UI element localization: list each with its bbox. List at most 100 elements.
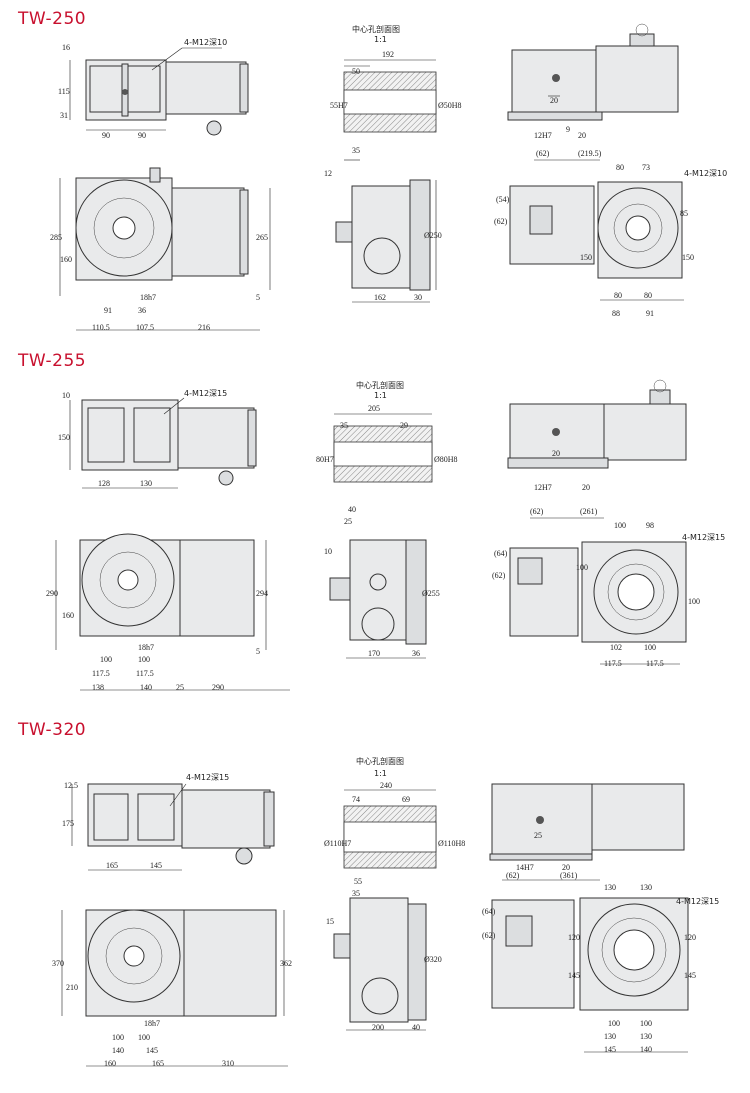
tw320-face-a: (62)	[506, 871, 520, 880]
tw255-face-callout: 4-M12深15	[682, 533, 725, 542]
tw250-section-left: 55H7	[330, 101, 348, 110]
tw255-front-key: 18h7	[138, 643, 154, 652]
tw320-face-l: 100	[640, 1019, 652, 1028]
tw320-front-w100b: 100	[138, 1033, 150, 1042]
tw255-front-w100a: 100	[100, 655, 112, 664]
tw320-front-w145: 145	[146, 1046, 158, 1055]
tw320-front-view: 370 210 362 18h7 100 100 140 145 160 165…	[52, 909, 292, 1068]
tw255-side-view: 40 25 10 Ø255 170 36	[324, 505, 440, 659]
tw255-front-w290: 290	[212, 683, 224, 692]
tw250-side-c: Ø250	[424, 231, 442, 240]
tw255-face-c: 100	[614, 521, 626, 530]
tw250-side-b: 12	[324, 169, 332, 178]
tw250-section-caption: 中心孔剖面图	[352, 24, 400, 34]
tw250-front-key: 18h7	[140, 293, 156, 302]
tw255-front-w140: 140	[140, 683, 152, 692]
tw255-dim-150: 150	[58, 433, 70, 442]
tw320-front-key: 18h7	[144, 1019, 160, 1028]
tw250-face-i: 150	[682, 253, 694, 262]
tw250-section-inner: 50	[352, 67, 360, 76]
tw250-face-g: 85	[680, 209, 688, 218]
tw250-face-callout: 4-M12深10	[684, 169, 727, 178]
tw250-front-h-center: 160	[60, 255, 72, 264]
tw250-side-dim-12h7: 12H7	[534, 131, 552, 140]
tw255-dim-128: 128	[98, 479, 110, 488]
tw320-face-j: 145	[684, 971, 696, 980]
tw320-face-k: 100	[608, 1019, 620, 1028]
tw250-dim-90b: 90	[138, 131, 146, 140]
tw255-side-dim-20b: 20	[582, 483, 590, 492]
tw250-front-h-total: 285	[50, 233, 62, 242]
tw320-front-w165: 165	[152, 1059, 164, 1068]
tw320-dim-125: 12.5	[64, 781, 78, 790]
tw320-side-f: 40	[412, 1023, 420, 1032]
tw255-front-h-center: 160	[62, 611, 74, 620]
tw250-side-d: 162	[374, 293, 386, 302]
tw255-face-view: (62) (261) 100 98 (64) (62) 100 100 102 …	[492, 507, 725, 668]
tw255-front-w25: 25	[176, 683, 184, 692]
tw320-face-i: 145	[568, 971, 580, 980]
tw320-face-callout: 4-M12深15	[676, 897, 719, 906]
tw320-front-h-right: 362	[280, 959, 292, 968]
tw255-front-view: 290 160 294 5 18h7 100 100 117.5 117.5 1…	[46, 533, 290, 692]
tw320-face-o: 145	[604, 1045, 616, 1054]
tw250-side-dim-20b: 20	[578, 131, 586, 140]
model-title-tw255: TW-255	[18, 351, 87, 371]
tw255-section-caption: 中心孔剖面图	[356, 380, 404, 390]
tw320-face-e: (64)	[482, 907, 496, 916]
tw320-face-f: (62)	[482, 931, 496, 940]
tw250-face-m: 91	[646, 309, 654, 318]
tw255-front-w1175b: 117.5	[136, 669, 154, 678]
tw320-dim-165: 165	[106, 861, 118, 870]
tw255-section-inner: 35	[340, 421, 348, 430]
tw320-face-n: 130	[640, 1032, 652, 1041]
tw320-side-a: 55	[354, 877, 362, 886]
tw320-side-c: 15	[326, 917, 334, 926]
tw255-side-top-view: 20 12H7 20	[507, 379, 687, 492]
tw320-side-dim-20: 20	[562, 863, 570, 872]
tw250-face-j: 80	[614, 291, 622, 300]
tw250-front-w91: 91	[104, 306, 112, 315]
tw250-front-w36: 36	[138, 306, 146, 315]
tw250-side-top-view: 20 12H7 9 20	[507, 23, 679, 140]
tw255-front-h-total: 290	[46, 589, 58, 598]
tw255-side-a: 40	[348, 505, 356, 514]
tw255-front-w1175a: 117.5	[92, 669, 110, 678]
tw250-front-w216: 216	[198, 323, 210, 332]
tw255-face-d: 98	[646, 521, 654, 530]
tw255-dim-10: 10	[62, 391, 70, 400]
tw320-face-g: 120	[568, 933, 580, 942]
tw320-section-len: 240	[380, 781, 392, 790]
tw255-section-inner2: 29	[400, 421, 408, 430]
tw250-section-right: Ø50H8	[438, 101, 462, 110]
tw320-side-top-view: 25 14H7 20	[489, 783, 685, 872]
tw250-front-h-right: 265	[256, 233, 268, 242]
tw255-front-gap: 5	[256, 647, 260, 656]
tw255-side-dim-12h7: 12H7	[534, 483, 552, 492]
tw320-front-w310: 310	[222, 1059, 234, 1068]
tw250-dim-90a: 90	[102, 131, 110, 140]
tw320-face-b: (361)	[560, 871, 578, 880]
tw255-dim-130: 130	[140, 479, 152, 488]
tw320-face-p: 140	[640, 1045, 652, 1054]
tw320-side-dim-14h7: 14H7	[516, 863, 534, 872]
model-title-tw250: TW-250	[18, 9, 87, 29]
tw255-face-i: 102	[610, 643, 622, 652]
tw320-section-caption: 中心孔剖面图	[356, 756, 404, 766]
tw250-side-view: 35 12 Ø250 162 30	[324, 146, 442, 303]
tw255-face-g: 100	[576, 563, 588, 572]
tw320-face-m: 130	[604, 1032, 616, 1041]
tw250-face-a: (62)	[536, 149, 550, 158]
tw320-front-w100: 100	[112, 1033, 124, 1042]
tw255-face-l: 117.5	[646, 659, 664, 668]
tw255-side-dim-20: 20	[552, 449, 560, 458]
tw255-section-len: 205	[368, 404, 380, 413]
tw250-top-view: 16 115 31 90 90 4-M12深10	[58, 38, 249, 140]
tw255-front-w100b: 100	[138, 655, 150, 664]
tw320-dim-175: 175	[62, 819, 74, 828]
tw255-top-view: 10 150 128 130 4-M12深15	[58, 389, 257, 489]
tw255-side-e: 170	[368, 649, 380, 658]
tw250-face-e: (54)	[496, 195, 510, 204]
tw320-section-inner: 74	[352, 795, 360, 804]
